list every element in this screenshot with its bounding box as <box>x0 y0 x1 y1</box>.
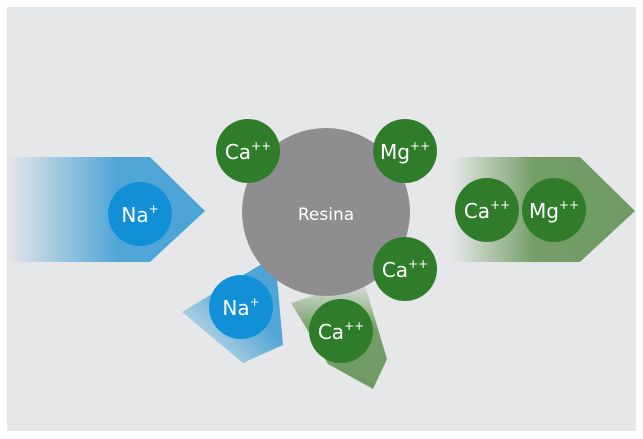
svg-text:Na+: Na+ <box>222 295 259 320</box>
na-ion-main-charge: + <box>149 202 159 216</box>
svg-text:Ca++: Ca++ <box>382 257 428 282</box>
svg-text:Mg++: Mg++ <box>529 198 579 223</box>
mg-ion-top: Mg++ <box>373 119 437 183</box>
svg-text:Na+: Na+ <box>121 202 158 227</box>
na-ion-main: Na+ <box>108 182 172 246</box>
ca-ion-bottom-charge: ++ <box>344 319 364 333</box>
ca-ion-out: Ca++ <box>455 178 519 242</box>
mg-ion-out-charge: ++ <box>559 198 579 212</box>
ca-ion-top: Ca++ <box>216 119 280 183</box>
resin-bead <box>242 128 410 296</box>
mg-ion-top-charge: ++ <box>410 139 430 153</box>
ca-ion-out-symbol: Ca <box>464 199 490 223</box>
svg-text:Mg++: Mg++ <box>380 139 430 164</box>
ca-ion-bottom-symbol: Ca <box>318 320 344 344</box>
na-ion-lower: Na+ <box>209 275 273 339</box>
ca-ion-out-charge: ++ <box>490 198 510 212</box>
na-ion-main-symbol: Na <box>121 203 148 227</box>
svg-text:Ca++: Ca++ <box>318 319 364 344</box>
ca-ion-bottom: Ca++ <box>309 299 373 363</box>
ion-exchange-diagram: Resina Na+ Na+ Ca++ Mg++ Ca++ Ca++ <box>7 7 636 431</box>
mg-ion-out-symbol: Mg <box>529 199 559 223</box>
svg-text:Ca++: Ca++ <box>225 139 271 164</box>
diagram-panel: Resina Na+ Na+ Ca++ Mg++ Ca++ Ca++ <box>7 7 636 431</box>
na-ion-lower-charge: + <box>250 295 260 309</box>
ca-ion-right-symbol: Ca <box>382 258 408 282</box>
mg-ion-out: Mg++ <box>522 178 586 242</box>
mg-ion-top-symbol: Mg <box>380 140 410 164</box>
svg-text:Ca++: Ca++ <box>464 198 510 223</box>
ca-ion-right-charge: ++ <box>408 257 428 271</box>
resin-label: Resina <box>298 205 354 225</box>
ca-ion-right: Ca++ <box>373 237 437 301</box>
na-ion-lower-symbol: Na <box>222 296 249 320</box>
ca-ion-top-symbol: Ca <box>225 140 251 164</box>
ca-ion-top-charge: ++ <box>251 139 271 153</box>
